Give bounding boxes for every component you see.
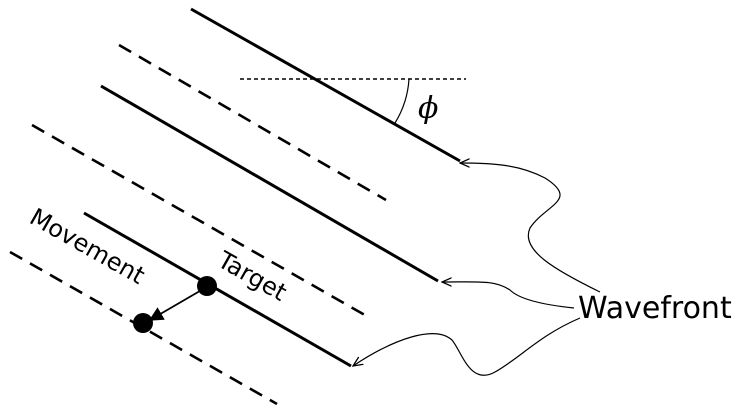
wavefront-line-2 [100,84,439,283]
dashed-line-2 [31,123,371,320]
movement-arrow [148,287,206,321]
wavefront-pointer-2 [442,282,575,309]
wavefront-pointer-3 [353,317,581,376]
wavefront-line-3 [83,211,352,368]
wavefront-line-1 [190,7,461,163]
wavefront-label: Wavefront [578,291,732,326]
angle-arc [394,78,410,124]
moved-target-point [133,313,153,333]
wavefront-pointer-1 [460,163,601,293]
target-point [197,276,217,296]
dashed-line-3 [9,250,278,406]
angle-label: ϕ [418,91,438,126]
dashed-line-1 [118,43,387,202]
target-label: Target [212,245,291,306]
